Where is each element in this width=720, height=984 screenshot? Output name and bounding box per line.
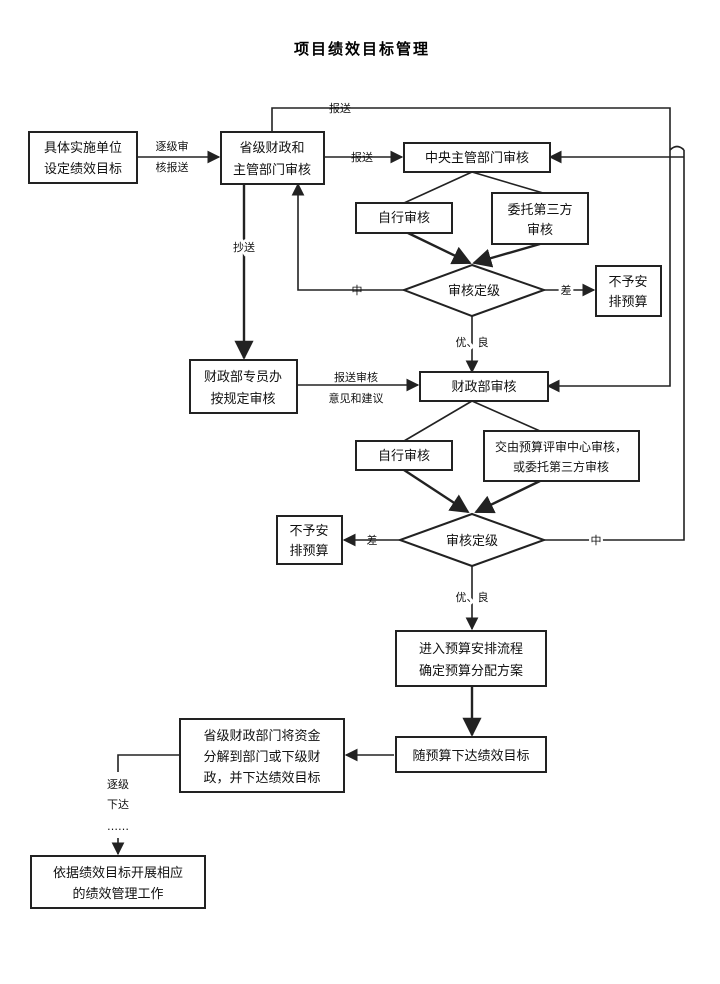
- box-self-review-1: 自行审核: [355, 202, 453, 234]
- label-report-mid: 报送: [351, 150, 373, 164]
- label-mid-2: 中: [591, 534, 602, 547]
- svg-text:依据绩效目标开展相应: 依据绩效目标开展相应: [53, 865, 183, 881]
- box-budget-center: 交由预算评审中心审核， 或委托第三方审核: [483, 430, 640, 482]
- svg-text:审核定级: 审核定级: [446, 534, 498, 549]
- box-mof-staff: 财政部专员办 按规定审核: [189, 359, 298, 414]
- diamond-grading-2: 审核定级: [397, 512, 547, 568]
- box-enter-budget: 进入预算安排流程 确定预算分配方案: [395, 630, 547, 687]
- label-level-down-1: 逐级: [107, 778, 129, 791]
- label-submit-opinion-1: 报送审核: [334, 370, 378, 384]
- edge-labels: 报送 逐级审 核报送 报送 抄送 中 差 优、良 报送审核 意见和建议 差 中 …: [107, 101, 604, 833]
- svg-text:设定绩效目标: 设定绩效目标: [44, 162, 122, 177]
- svg-text:中央主管部门审核: 中央主管部门审核: [425, 151, 529, 166]
- svg-text:交由预算评审中心审核，: 交由预算评审中心审核，: [495, 439, 627, 454]
- label-submit-opinion-2: 意见和建议: [329, 391, 384, 405]
- box-mof-review: 财政部审核: [419, 371, 549, 402]
- svg-text:自行审核: 自行审核: [378, 449, 430, 464]
- box-unit: 具体实施单位 设定绩效目标: [28, 131, 138, 184]
- svg-text:不予安: 不予安: [289, 524, 328, 539]
- svg-text:的绩效管理工作: 的绩效管理工作: [72, 886, 163, 902]
- label-submit-level-2: 核报送: [156, 160, 189, 174]
- connectors: [111, 107, 685, 856]
- box-third-party-1: 委托第三方 审核: [491, 192, 589, 245]
- svg-text:分解到部门或下级财: 分解到部门或下级财: [203, 750, 320, 765]
- label-good-2: 优、良: [456, 590, 489, 604]
- box-no-budget-2: 不予安 排预算: [276, 515, 343, 565]
- svg-text:省级财政部门将资金: 省级财政部门将资金: [203, 728, 320, 744]
- svg-text:审核: 审核: [527, 223, 553, 238]
- diamond-grading-1: 审核定级: [401, 263, 547, 318]
- svg-text:按规定审核: 按规定审核: [210, 392, 275, 407]
- box-prov-decompose: 省级财政部门将资金 分解到部门或下级财 政，并下达绩效目标: [179, 718, 345, 793]
- page-title: 项目绩效目标管理: [294, 40, 430, 58]
- svg-text:财政部审核: 财政部审核: [451, 380, 516, 395]
- svg-text:不予安: 不予安: [608, 275, 647, 290]
- box-prov-fin: 省级财政和 主管部门审核: [220, 131, 325, 185]
- svg-text:委托第三方: 委托第三方: [507, 202, 572, 218]
- box-central-dept: 中央主管部门审核: [403, 142, 551, 173]
- label-level-down-2: 下达: [107, 798, 129, 811]
- label-poor-2: 差: [367, 533, 378, 547]
- svg-text:随预算下达绩效目标: 随预算下达绩效目标: [412, 749, 529, 764]
- svg-text:主管部门审核: 主管部门审核: [233, 163, 311, 178]
- label-report-top: 报送: [329, 101, 351, 115]
- label-copy-to: 抄送: [233, 240, 255, 254]
- box-no-budget-1: 不予安 排预算: [595, 265, 662, 317]
- svg-text:财政部专员办: 财政部专员办: [204, 370, 282, 385]
- svg-text:排预算: 排预算: [608, 295, 647, 310]
- label-good-1: 优、良: [456, 335, 489, 349]
- label-mid-1: 中: [352, 284, 363, 297]
- svg-text:自行审核: 自行审核: [378, 211, 430, 226]
- svg-text:进入预算安排流程: 进入预算安排流程: [419, 642, 523, 657]
- svg-text:具体实施单位: 具体实施单位: [44, 141, 122, 156]
- label-poor-1: 差: [561, 283, 572, 297]
- svg-text:确定预算分配方案: 确定预算分配方案: [419, 663, 523, 679]
- svg-text:政，并下达绩效目标: 政，并下达绩效目标: [203, 771, 320, 786]
- box-self-review-2: 自行审核: [355, 440, 453, 471]
- svg-text:审核定级: 审核定级: [448, 284, 500, 299]
- box-issue-goals: 随预算下达绩效目标: [395, 736, 547, 773]
- label-level-down-3: ……: [107, 820, 129, 833]
- svg-text:省级财政和: 省级财政和: [239, 141, 304, 156]
- box-final-work: 依据绩效目标开展相应 的绩效管理工作: [30, 855, 206, 909]
- svg-text:排预算: 排预算: [289, 544, 328, 559]
- label-submit-level-1: 逐级审: [156, 139, 189, 153]
- svg-text:或委托第三方审核: 或委托第三方审核: [513, 459, 609, 474]
